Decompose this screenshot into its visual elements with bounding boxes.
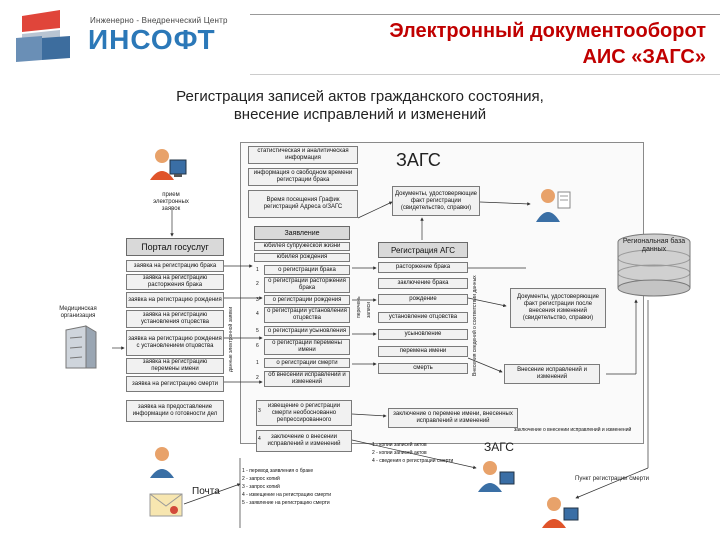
corrections-conclusion: заключение о внесении исправлений и изме…: [256, 430, 352, 452]
application-item: о регистрации перемены имени: [264, 339, 350, 355]
application-title: Заявление: [254, 226, 350, 240]
application-num: 3: [258, 408, 261, 414]
registration-point-label: Пункт регистрации смерти: [575, 476, 649, 482]
application-item: о регистрации усыновления: [264, 326, 350, 336]
receive-applications-label: прием электронных заявок: [153, 192, 189, 212]
post-list-item: 3 - запрос копий: [242, 484, 280, 490]
application-item: о регистрации рождения: [264, 295, 350, 305]
portal-title: Портал госуслуг: [126, 238, 224, 256]
application-num: 5: [256, 328, 259, 334]
applicant-person-icon: [150, 447, 174, 478]
application-num: 1: [256, 267, 259, 273]
connector-arrows: [112, 201, 649, 528]
process-diagram: ЗАГС статистическая и аналитическая инфо…: [36, 138, 720, 540]
conclusion-note: заключение о внесении исправлений и изме…: [514, 427, 632, 433]
schedule-box: Время посещения График регистраций Адрес…: [248, 190, 358, 218]
registry-item: расторжение брака: [378, 262, 468, 273]
header-divider-bottom: [250, 74, 720, 75]
zags2-list-item: 4 - сведения о регистрации смерти: [372, 458, 454, 464]
zags2-list-item: 1 - копии записей актов: [372, 442, 427, 448]
mail-envelope-icon: [149, 493, 183, 517]
free-time-box: информация о свободном времени регистрац…: [248, 168, 358, 186]
post-list-item: 1 - перевод заявления о браке: [242, 468, 314, 474]
post-list-item: 4 - извещение на регистрацию смерти: [242, 492, 331, 498]
registry-item: смерть: [378, 363, 468, 374]
header-divider: [250, 14, 720, 15]
slide-title: Электронный документооборот: [389, 20, 706, 42]
documents-box: Документы, удостоверяющие факт регистрац…: [392, 186, 480, 216]
corrections-box: Внесение исправлений и изменений: [504, 364, 600, 384]
slide-subtitle: Регистрация записей актов гражданского с…: [176, 88, 544, 105]
documents-after-change-box: Документы, удостоверяющие факт регистрац…: [510, 288, 606, 328]
application-item: юбилея супружеской жизни: [254, 242, 350, 251]
zags2-list-item: 2 - копии записей актов: [372, 450, 427, 456]
application-item: о регистрации брака: [264, 265, 350, 275]
application-num: 2: [256, 375, 259, 381]
portal-item: заявка на регистрацию рождения: [126, 292, 224, 308]
database-icon: [617, 233, 691, 297]
operator-person-icon: [150, 149, 187, 180]
application-item: о регистрации смерти: [264, 358, 350, 368]
post-list-item: 5 - заявление на регистрацию смерти: [242, 500, 330, 506]
zags2-title: ЗАГС: [484, 440, 514, 454]
post-list-item: 2 - запрос копий: [242, 476, 280, 482]
portal-item: заявка на регистрацию рождения с установ…: [126, 330, 224, 356]
building-icon: [65, 325, 97, 369]
application-num: 3: [256, 297, 259, 303]
portal-item: заявка на регистрацию смерти: [126, 376, 224, 392]
insoft-logo-icon: [16, 10, 70, 62]
company-logo: Инженерно - Внедренческий Центр ИНСОФТ: [8, 6, 258, 66]
application-num: 6: [256, 343, 259, 349]
application-item: о регистрации установления отцовства: [264, 307, 350, 323]
slide-title-system: АИС «ЗАГС»: [582, 46, 706, 68]
registry-title: Регистрация АГС: [378, 242, 468, 258]
post-title: Почта: [192, 486, 220, 497]
regional-db-label: Региональная база данных: [622, 238, 686, 253]
portal-item: заявка на регистрацию перемены имени: [126, 358, 224, 374]
registry-item: рождение: [378, 294, 468, 305]
zags-person-icon: [478, 461, 515, 492]
application-num: 2: [256, 281, 259, 287]
repressed-death-notice: извещение о регистрации смерти необоснов…: [256, 400, 352, 426]
zags-title: ЗАГС: [396, 150, 441, 170]
stats-box: статистическая и аналитическая информаци…: [248, 146, 358, 164]
registration-clerk-icon: [542, 497, 579, 528]
registry-item: усыновление: [378, 329, 468, 340]
application-item: о регистрации расторжения брака: [264, 277, 350, 293]
registry-item: установление отцовства: [378, 312, 468, 323]
registry-item: перемена имени: [378, 346, 468, 357]
application-num: 4: [256, 311, 259, 317]
portal-item: заявка на регистрацию брака: [126, 260, 224, 272]
portal-item: заявка на регистрацию расторжения брака: [126, 274, 224, 290]
logo-name: ИНСОФТ: [88, 24, 216, 55]
clerk-person-icon: [536, 189, 571, 222]
slide-subtitle-2: внесение исправлений и изменений: [233, 106, 487, 123]
application-item: юбилея рождения: [254, 253, 350, 262]
application-item: об внесении исправлений и изменений: [264, 371, 350, 387]
medical-org-label: Медицинская организация: [59, 306, 97, 319]
application-num: 4: [258, 436, 261, 442]
name-change-conclusion-box: заключение о перемене имени, внесенных и…: [388, 408, 518, 428]
registry-item: заключение брака: [378, 278, 468, 289]
logo-subtitle: Инженерно - Внедренческий Центр: [90, 16, 228, 25]
portal-item: заявка на предоставление информации о го…: [126, 400, 224, 422]
portal-item: заявка на регистрацию установления отцов…: [126, 310, 224, 328]
application-num: 1: [256, 360, 259, 366]
